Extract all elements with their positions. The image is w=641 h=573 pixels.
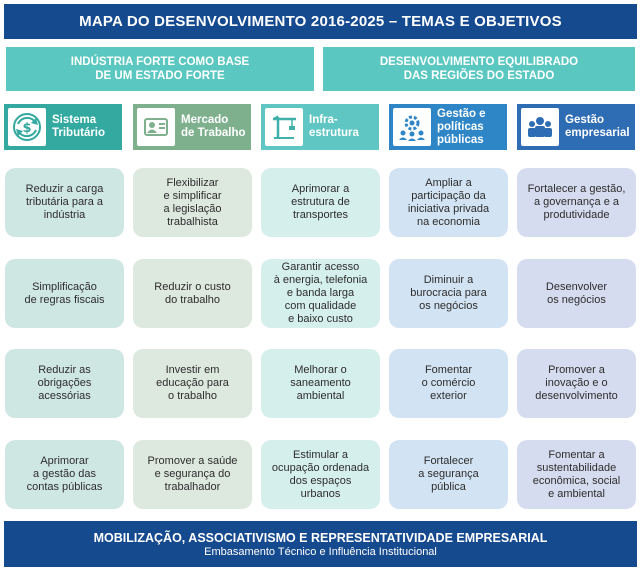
footer-title: MOBILIZAÇÃO, ASSOCIATIVISMO E REPRESENTA… — [93, 530, 548, 545]
theme-industria-forte: INDÚSTRIA FORTE COMO BASE DE UM ESTADO F… — [6, 47, 314, 91]
objective-card: Reduzir a carga tributária para a indúst… — [5, 168, 124, 237]
svg-text:$: $ — [22, 121, 31, 136]
tax-cycle-icon: $ — [8, 108, 46, 146]
objective-card: Aprimorar a estrutura de transportes — [261, 168, 380, 237]
column-header-gestao-politicas-publicas: Gestão e políticas públicas — [389, 104, 507, 150]
objective-card: Flexibilizar e simplificar a legislação … — [133, 168, 252, 237]
column-label: Infra- estrutura — [309, 114, 359, 139]
footer-subtitle: Embasamento Técnico e Influência Institu… — [204, 545, 437, 558]
objective-card: Reduzir o custo do trabalho — [133, 259, 252, 328]
gear-people-icon — [393, 108, 431, 146]
column-label: Sistema Tributário — [52, 114, 106, 139]
objective-card: Fortalecer a gestão, a governança e a pr… — [517, 168, 636, 237]
footer-bar: MOBILIZAÇÃO, ASSOCIATIVISMO E REPRESENTA… — [4, 521, 637, 567]
column-label: Mercado de Trabalho — [181, 114, 246, 139]
objective-card: Investir em educação para o trabalho — [133, 349, 252, 418]
objective-card: Promover a saúde e segurança do trabalha… — [133, 440, 252, 509]
column-header-infraestrutura: Infra- estrutura — [261, 104, 379, 150]
objective-card: Ampliar a participação da iniciativa pri… — [389, 168, 508, 237]
objective-card: Reduzir as obrigações acessórias — [5, 349, 124, 418]
column-label: Gestão e políticas públicas — [437, 107, 486, 146]
objective-card: Simplificação de regras fiscais — [5, 259, 124, 328]
column-header-gestao-empresarial: Gestão empresarial — [517, 104, 635, 150]
objective-card: Estimular a ocupação ordenada dos espaço… — [261, 440, 380, 509]
id-card-icon — [137, 108, 175, 146]
column-header-sistema-tributario: $ Sistema Tributário — [4, 104, 122, 150]
objective-card: Promover a inovação e o desenvolvimento — [517, 349, 636, 418]
objective-card: Fomentar a sustentabilidade econômica, s… — [517, 440, 636, 509]
page-title: MAPA DO DESENVOLVIMENTO 2016-2025 – TEMA… — [4, 4, 637, 39]
objective-card: Fortalecer a segurança pública — [389, 440, 508, 509]
crane-icon — [265, 108, 303, 146]
objective-card: Melhorar o saneamento ambiental — [261, 349, 380, 418]
objective-card: Diminuir a burocracia para os negócios — [389, 259, 508, 328]
objective-card: Garantir acesso à energia, telefonia e b… — [261, 259, 380, 328]
column-label: Gestão empresarial — [565, 114, 630, 139]
column-header-mercado-de-trabalho: Mercado de Trabalho — [133, 104, 251, 150]
objective-card: Fomentar o comércio exterior — [389, 349, 508, 418]
team-icon — [521, 108, 559, 146]
objective-card: Aprimorar a gestão das contas públicas — [5, 440, 124, 509]
objective-card: Desenvolver os negócios — [517, 259, 636, 328]
theme-desenvolvimento-equilibrado: DESENVOLVIMENTO EQUILIBRADO DAS REGIÕES … — [323, 47, 635, 91]
